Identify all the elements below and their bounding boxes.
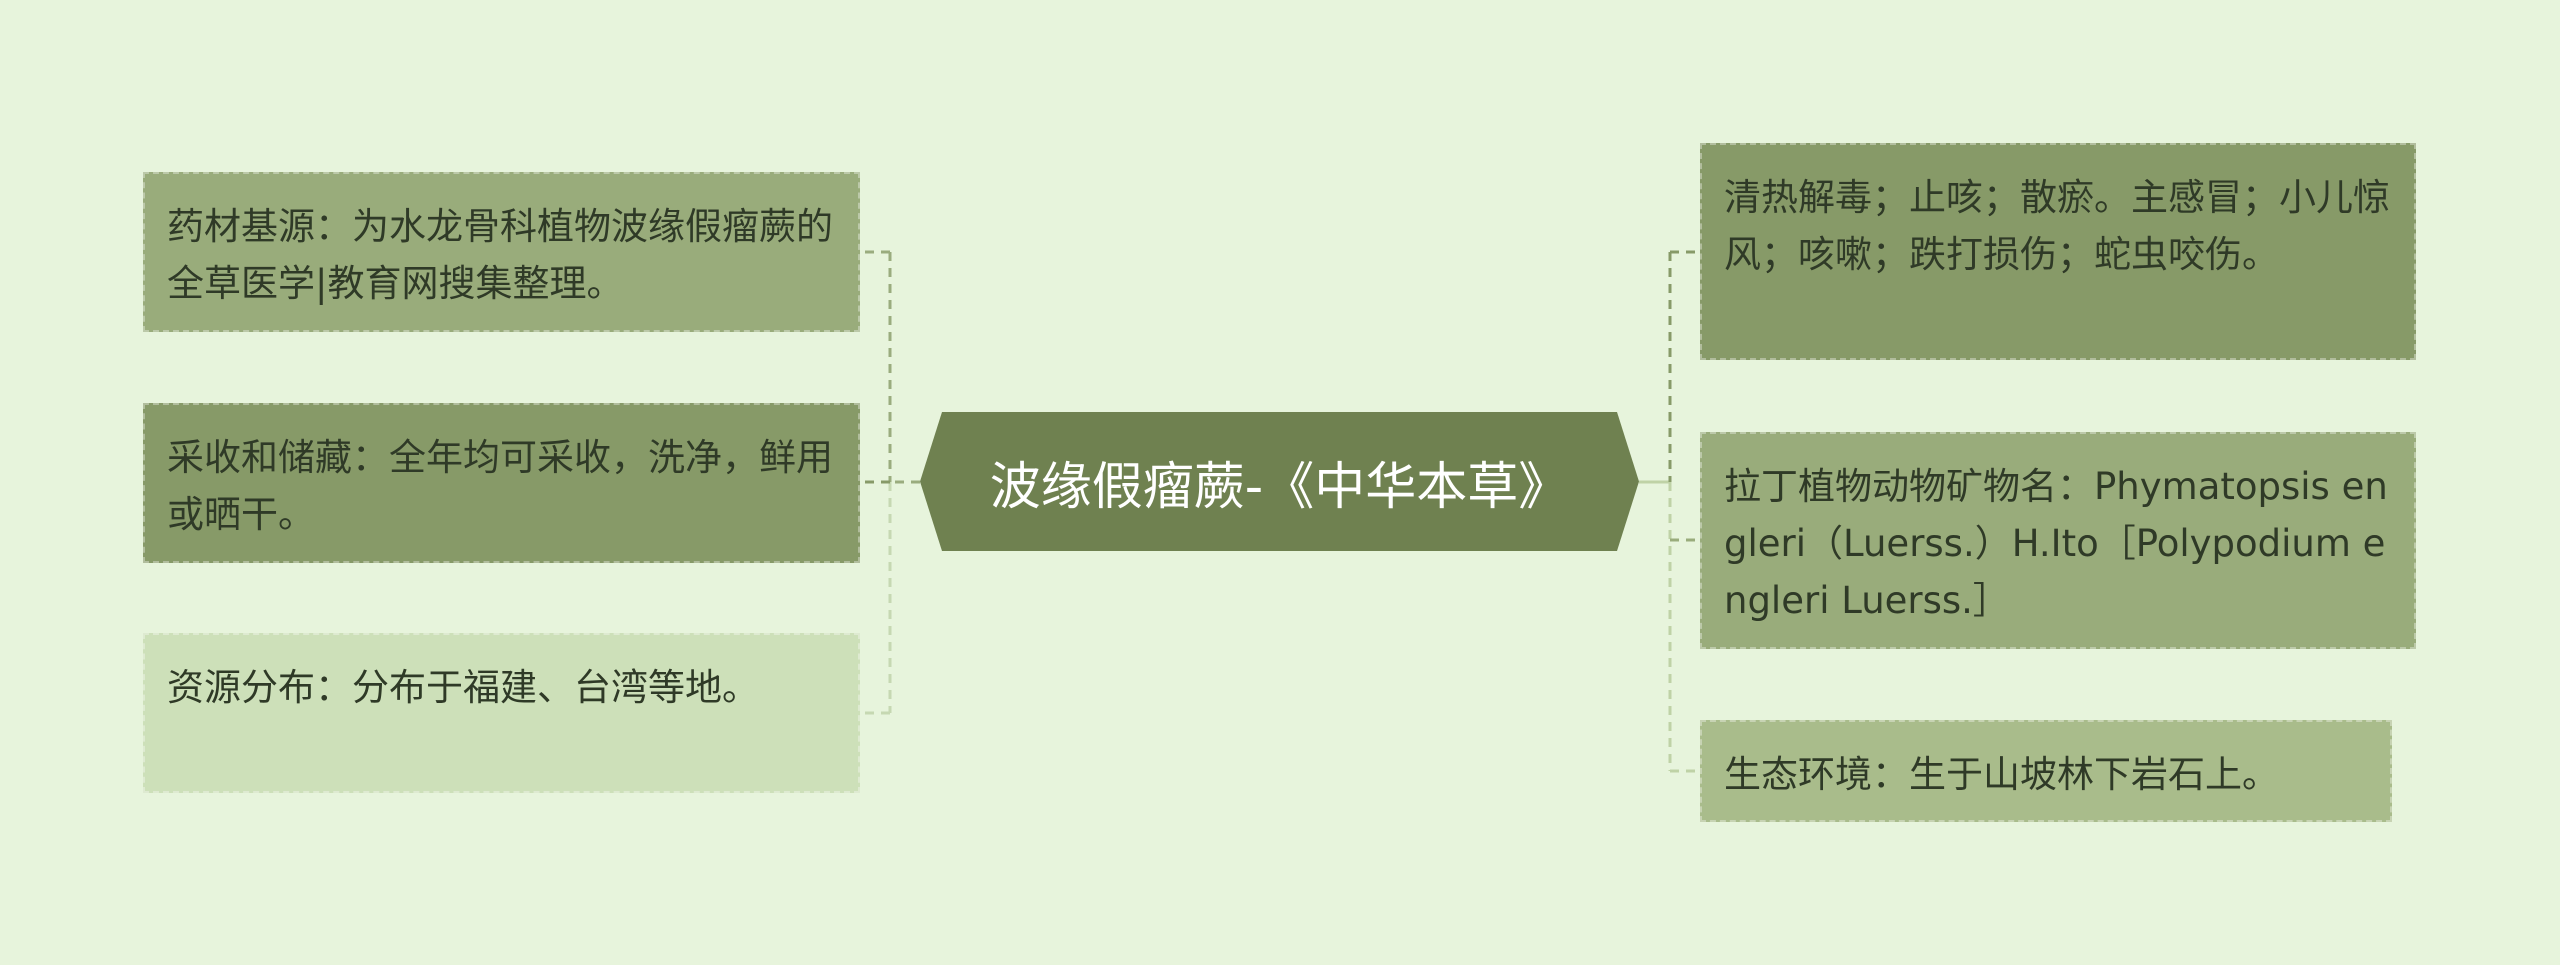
node-latin-name[interactable]: 拉丁植物动物矿物名：Phymatopsis engleri（Luerss.）H.… (1700, 432, 2416, 649)
node-distribution[interactable]: 资源分布：分布于福建、台湾等地。 (143, 633, 860, 793)
node-source[interactable]: 药材基源：为水龙骨科植物波缘假瘤蕨的全草医学|教育网搜集整理。 (143, 172, 860, 332)
node-effects-text: 清热解毒；止咳；散瘀。主感冒；小儿惊风；咳嗽；跌打损伤；蛇虫咬伤。 (1724, 176, 2390, 276)
central-topic-shape (920, 412, 1639, 551)
node-effects[interactable]: 清热解毒；止咳；散瘀。主感冒；小儿惊风；咳嗽；跌打损伤；蛇虫咬伤。 (1700, 143, 2416, 360)
central-topic[interactable]: 波缘假瘤蕨-《中华本草》 (920, 412, 1639, 551)
node-latin-name-text: 拉丁植物动物矿物名：Phymatopsis engleri（Luerss.）H.… (1724, 465, 2388, 622)
node-harvest-storage[interactable]: 采收和储藏：全年均可采收，洗净，鲜用或晒干。 (143, 403, 860, 563)
node-habitat[interactable]: 生态环境：生于山坡林下岩石上。 (1700, 720, 2392, 822)
node-harvest-storage-text: 采收和储藏：全年均可采收，洗净，鲜用或晒干。 (167, 436, 833, 536)
node-habitat-text: 生态环境：生于山坡林下岩石上。 (1724, 753, 2279, 796)
node-source-text: 药材基源：为水龙骨科植物波缘假瘤蕨的全草医学|教育网搜集整理。 (167, 205, 833, 305)
node-distribution-text: 资源分布：分布于福建、台湾等地。 (167, 666, 759, 709)
central-topic-title: 波缘假瘤蕨-《中华本草》 (989, 457, 1570, 517)
